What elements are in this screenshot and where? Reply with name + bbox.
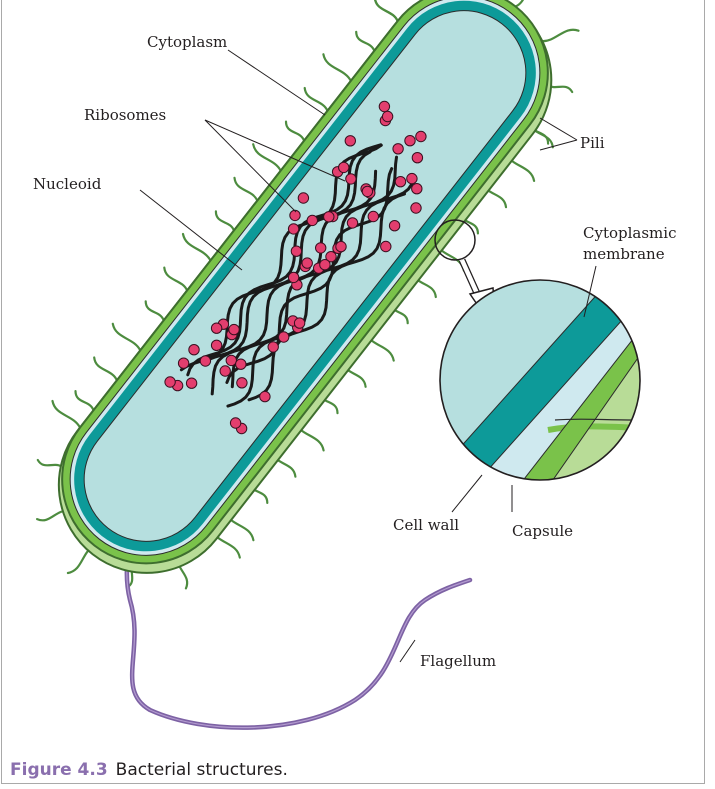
label-cytoplasmic-membrane-1: Cytoplasmic [583,224,676,242]
pilus [375,0,398,21]
ribosome [236,359,246,369]
label-cell-wall: Cell wall [393,516,459,534]
ribosome [412,184,422,194]
ribosome [189,345,199,355]
ribosome [393,144,403,154]
ribosome [220,366,230,376]
ribosome [316,243,326,253]
pilus [164,268,187,291]
ribosome [294,318,304,328]
zoomed-inset [440,280,640,520]
label-cytoplasmic-membrane-2: membrane [583,245,665,263]
ribosome [412,153,422,163]
ribosome [302,258,312,268]
ribosome [288,272,298,282]
ribosome [381,241,391,251]
ribosome [165,377,175,387]
ribosome [345,136,355,146]
ribosome [389,221,399,231]
ribosome [279,332,289,342]
ribosome [290,210,300,220]
pilus [286,122,304,141]
bacterium-diagram: Cytoplasm Ribosomes Nucleoid Pili Cytopl… [0,0,715,760]
pilus [542,30,579,41]
ribosome [211,323,221,333]
pilus [305,88,328,111]
ribosome [237,378,247,388]
ribosome [211,340,221,350]
label-capsule: Capsule [512,522,573,540]
pilus [323,54,351,81]
ribosome [336,241,346,251]
label-pili: Pili [580,134,605,152]
ribosome [320,260,330,270]
ribosome [260,391,270,401]
ribosome [368,211,378,221]
figure-caption-text: Bacterial structures. [116,760,288,780]
pilus [146,301,164,320]
pilus [76,391,94,410]
ribosome [230,418,240,428]
ribosome [382,111,392,121]
pilus [235,178,258,201]
ribosome [229,324,239,334]
figure-number: Figure 4.3 [10,760,108,780]
ribosome [362,186,372,196]
pilus [516,0,539,7]
pilus [53,401,81,428]
label-ribosomes: Ribosomes [84,106,166,124]
ribosome [226,355,236,365]
ribosome [347,218,357,228]
pilus [94,358,117,381]
pilus [183,234,211,261]
pilus [38,460,63,468]
label-nucleoid: Nucleoid [33,175,102,193]
label-flagellum: Flagellum [420,652,496,670]
ribosome [346,174,356,184]
ribosome [307,215,317,225]
ribosome [291,246,301,256]
ribosome [405,136,415,146]
ribosome [200,356,210,366]
ribosome [288,224,298,234]
ribosome [298,193,308,203]
ribosome [268,342,278,352]
ribosome [411,203,421,213]
label-cytoplasm: Cytoplasm [147,33,227,51]
pilus [253,144,281,171]
ribosome [395,177,405,187]
ribosome [186,378,196,388]
ribosome [379,101,389,111]
ribosome [407,173,417,183]
pilus [216,211,234,230]
ribosome [416,131,426,141]
pilus [113,324,141,351]
figure-caption: Figure 4.3 Bacterial structures. [10,760,700,786]
ribosome [178,358,188,368]
pilus [356,32,374,51]
ribosome [324,212,334,222]
ribosome [339,162,349,172]
